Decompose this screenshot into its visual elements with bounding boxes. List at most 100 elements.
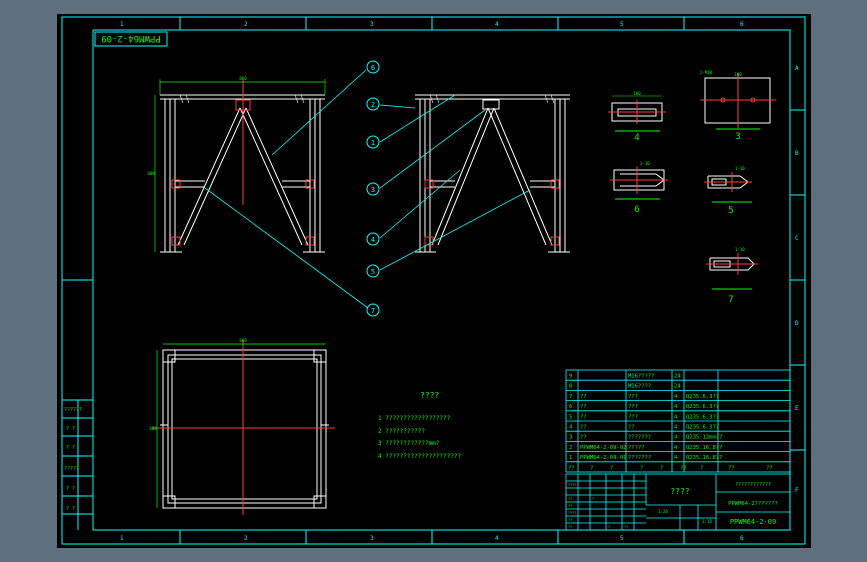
bom-header-cell: ?? <box>766 465 773 471</box>
balloon-2-label: 2 <box>371 101 375 109</box>
zone-right-d: D <box>795 320 799 327</box>
bom-cell-qty: 4 <box>674 414 678 420</box>
bom-cell-no: 8 <box>569 384 572 390</box>
detail-6-note: 1-10 <box>640 161 650 166</box>
zone-bottom-1: 1 <box>120 535 124 542</box>
bom-header-cell: ?? <box>728 465 735 471</box>
rotated-number-text: PPWM64-2-09 <box>101 33 161 43</box>
technical-notes: ???? 1 ?????????????????? 2 ??????????? … <box>378 391 461 460</box>
zone-right-e: E <box>795 405 799 412</box>
leader-lines <box>204 69 531 309</box>
notes-line-2: 2 ??????????? <box>378 428 425 435</box>
notes-line-3: 3 ????????????mm? <box>378 440 440 447</box>
bom-cell-no: 3 <box>569 435 572 441</box>
bom-cell-no: 1 <box>569 455 572 461</box>
bom-cell-name: ??? <box>628 394 638 400</box>
bom-cell-no: 4 <box>569 425 573 431</box>
bom-cell-name: ????? <box>628 445 645 451</box>
bom-cell-qty: 24 <box>674 374 681 380</box>
title-cell-1: ???? <box>568 483 576 487</box>
bom-header-cell: ? <box>610 465 613 471</box>
bom-header-cell: ? <box>660 465 663 471</box>
detail-4: 100 4 <box>608 91 666 143</box>
balloon-6-label: 6 <box>371 64 375 72</box>
title-company: ???????????? <box>735 482 771 488</box>
title-drawing-name: ???? <box>670 487 689 496</box>
bom-header-cell: ? <box>590 465 593 471</box>
balloon-3-label: 3 <box>371 186 375 194</box>
bom-cell-no: 9 <box>569 374 572 380</box>
section-7-label: 7 <box>728 295 733 305</box>
title-block: ???? ???????????? PPWM64-2??????? PPWM64… <box>565 473 791 531</box>
zone-right-a: A <box>795 65 799 72</box>
zone-right-c: C <box>795 235 799 242</box>
detail-6: 1-10 6 <box>610 161 668 215</box>
zone-bottom-4: 4 <box>495 535 499 542</box>
section-4-label: 4 <box>634 133 639 143</box>
zone-bottom-3: 3 <box>370 535 374 542</box>
bom-cell-mat: Q235.6.3?? <box>686 425 719 431</box>
balloon-2: 2 <box>366 97 380 111</box>
bom-cell-mat: Q235.12mm?? <box>686 435 722 441</box>
front-view-right <box>415 94 570 253</box>
balloon-5: 5 <box>366 264 380 278</box>
notes-title: ???? <box>420 391 439 400</box>
drawing-background <box>57 14 811 548</box>
zone-top-4: 4 <box>495 21 499 28</box>
balloon-1-label: 1 <box>371 139 375 147</box>
title-cell-8: ? <box>608 525 610 529</box>
zone-right-f: F <box>795 487 799 494</box>
notes-line-4: 4 ????????????????????? <box>378 453 461 460</box>
bom-header-cell: ?? <box>568 465 575 471</box>
bom-cell-no: 2 <box>569 445 572 451</box>
plan-view: 800 800 <box>149 338 335 515</box>
front-view-left: 800 800 <box>147 76 326 253</box>
title-cell-6: ?? <box>568 518 572 522</box>
zone-top-6: 6 <box>740 21 744 28</box>
sheet-frame <box>61 16 806 545</box>
bom-cell-qty: 4 <box>674 435 678 441</box>
bom-cell-name: M16????? <box>628 374 655 380</box>
left-strip-5: ? ? <box>66 486 75 492</box>
balloons: 6 2 1 3 4 5 7 <box>366 60 380 317</box>
zone-bottom-6: 6 <box>740 535 744 542</box>
detail-4-dim: 100 <box>633 91 641 96</box>
left-strip-3: ? ? <box>66 445 75 451</box>
bom-cell-name: ??? <box>628 414 638 420</box>
bom-cell-name: ??????? <box>628 455 651 461</box>
title-sheet: 1:20 <box>658 509 668 514</box>
balloon-6: 6 <box>366 60 380 74</box>
balloon-1: 1 <box>366 135 380 149</box>
zone-bottom-2: 2 <box>244 535 248 542</box>
detail-7: 1-10 7 <box>706 247 758 305</box>
left-strip-1: ?????? <box>64 407 82 413</box>
bom-cell-code: PPWM64-2-09-01 <box>580 455 626 461</box>
title-cell-9: ?? <box>624 525 628 529</box>
bom-cell-mat: Q235.16.8?? <box>686 445 722 451</box>
bom-cell-code: ?? <box>580 404 587 410</box>
bom-cell-code: ?? <box>580 414 587 420</box>
dim-front-width: 800 <box>239 76 247 81</box>
bom-cell-name: ?? <box>628 425 635 431</box>
bom-cell-qty: 4 <box>674 404 678 410</box>
detail-3-bolt-note: 2-M10 <box>700 70 713 75</box>
title-cell-5: ???? <box>568 511 576 515</box>
balloon-3: 3 <box>366 182 380 196</box>
zone-top-1: 1 <box>120 21 124 28</box>
detail-5: 1-10 5 <box>704 166 752 216</box>
section-5-label: 5 <box>728 206 733 216</box>
detail-7-note: 1-10 <box>735 247 745 252</box>
title-number: PPWM64-2-09 <box>730 518 776 526</box>
bom-cell-no: 5 <box>569 414 572 420</box>
dim-plan-width: 800 <box>239 338 247 343</box>
bom-cell-mat: Q235.6.3?? <box>686 394 719 400</box>
left-strip-4: ????? <box>64 466 79 472</box>
section-6-label: 6 <box>634 205 639 215</box>
zone-labels: 1 2 3 4 5 6 1 2 3 4 5 6 A B C D E F <box>120 21 799 542</box>
detail-3-dim: 100 <box>734 72 742 77</box>
title-cell-7: ?? <box>568 525 572 529</box>
title-cell-4: ?? <box>568 504 572 508</box>
bom-cell-qty: 4 <box>674 394 678 400</box>
